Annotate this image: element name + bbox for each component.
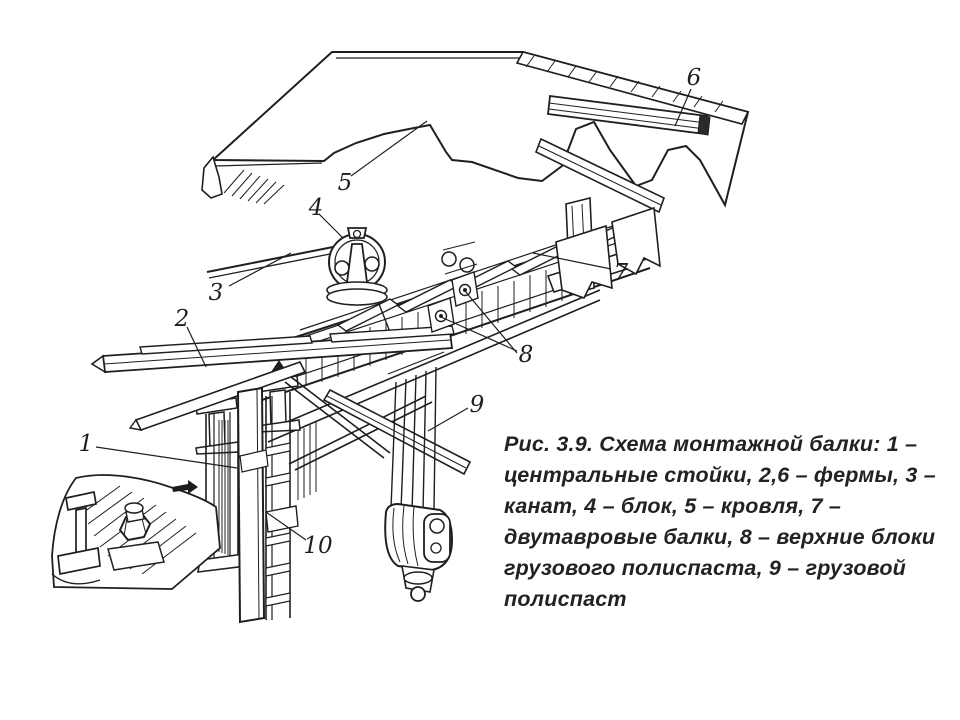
right-truss: [534, 94, 711, 214]
part-label-7: 7: [614, 260, 629, 286]
part-label-10: 10: [303, 533, 332, 559]
part-label-3: 3: [209, 280, 224, 306]
part-label-2: 2: [174, 306, 190, 332]
part-label-1: 1: [79, 431, 94, 457]
upper-blocks: [427, 241, 479, 333]
figure-caption: Рис. 3.9. Схема монтажной балки: 1 – цен…: [504, 432, 936, 611]
rail-clamp-inset: [51, 474, 221, 590]
part-labels: 1 2 3 4 5 6 7 8 9 10: [79, 65, 702, 559]
roof-plate: [201, 51, 750, 208]
part-label-8: 8: [519, 342, 534, 368]
left-truss: [90, 325, 455, 431]
part-label-5: 5: [338, 170, 353, 196]
leader-lines: [95, 88, 692, 541]
load-pulley-block: [384, 351, 454, 602]
roof-corner-hatch: [223, 169, 285, 205]
part-label-4: 4: [308, 195, 324, 221]
pulley-block: [326, 227, 388, 306]
far-web-hatch: [297, 422, 317, 500]
roof-edge-hatch: [525, 55, 724, 113]
part-label-6: 6: [687, 65, 702, 91]
inset-arrow-icon: [172, 480, 198, 494]
part-label-9: 9: [470, 392, 485, 418]
cross-braces: [284, 376, 472, 476]
